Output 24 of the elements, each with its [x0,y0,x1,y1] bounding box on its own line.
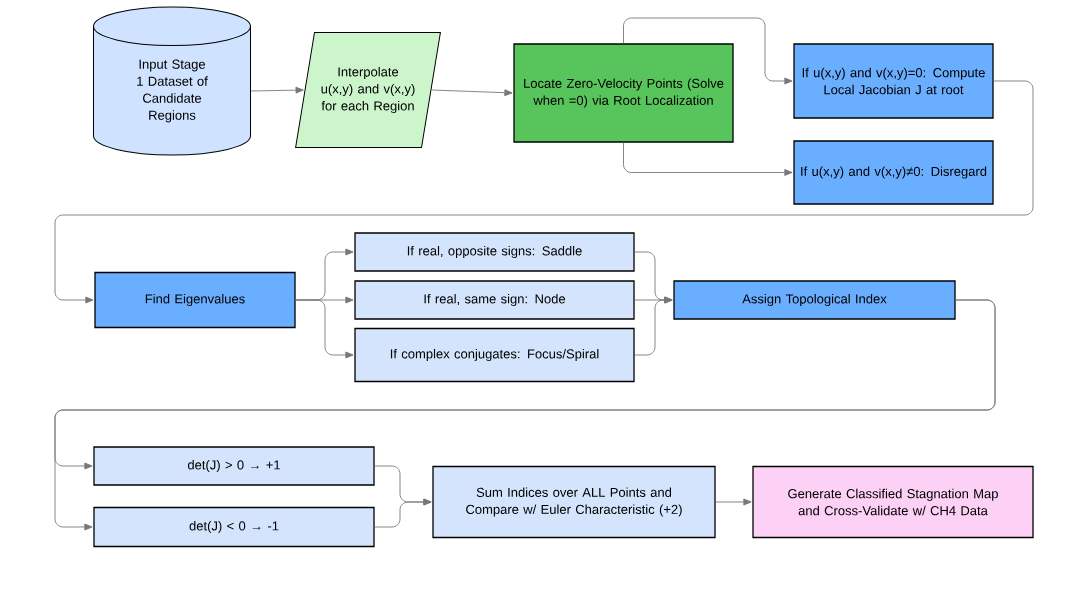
arrow [715,498,752,506]
arrow [295,299,354,359]
arrow [374,498,432,528]
process-box: det(J) < 0 → -1 [93,506,375,548]
process-box: Sum Indices over ALL Points and Compare w/ Euler Characteristic (+2) [432,465,716,539]
process-box: If u(x,y) and v(x,y)=0: Compute Local Jacobian J at root [793,43,994,119]
arrow [623,17,793,85]
arrow [250,86,304,94]
process-box: Locate Zero-Velocity Points (Solve when =0) via Root Localization [513,43,734,143]
process-box: If u(x,y) and v(x,y)≠0: Disregard [793,140,994,205]
arrow [431,89,513,97]
process-box: Assign Topological Index [673,280,956,320]
input-parallelogram: Interpolate u(x,y) and v(x,y) for each Region [295,32,441,148]
arrow [54,80,1034,304]
process-box: det(J) > 0 → +1 [93,446,375,486]
arrow [54,299,996,531]
process-box: If real, same sign: Node [354,280,635,320]
arrow [623,142,793,176]
process-box: If complex conjugates: Focus/Spiral [354,327,635,383]
process-box: If real, opposite signs: Saddle [354,232,635,272]
process-box: Find Eigenvalues [94,271,296,329]
process-box: Generate Classified Stagnation Map and Cross-Validate w/ CH4 Data [752,465,1034,539]
arrow [634,296,673,356]
database-cylinder: Input Stage 1 Dataset of Candidate Regions [93,6,251,156]
